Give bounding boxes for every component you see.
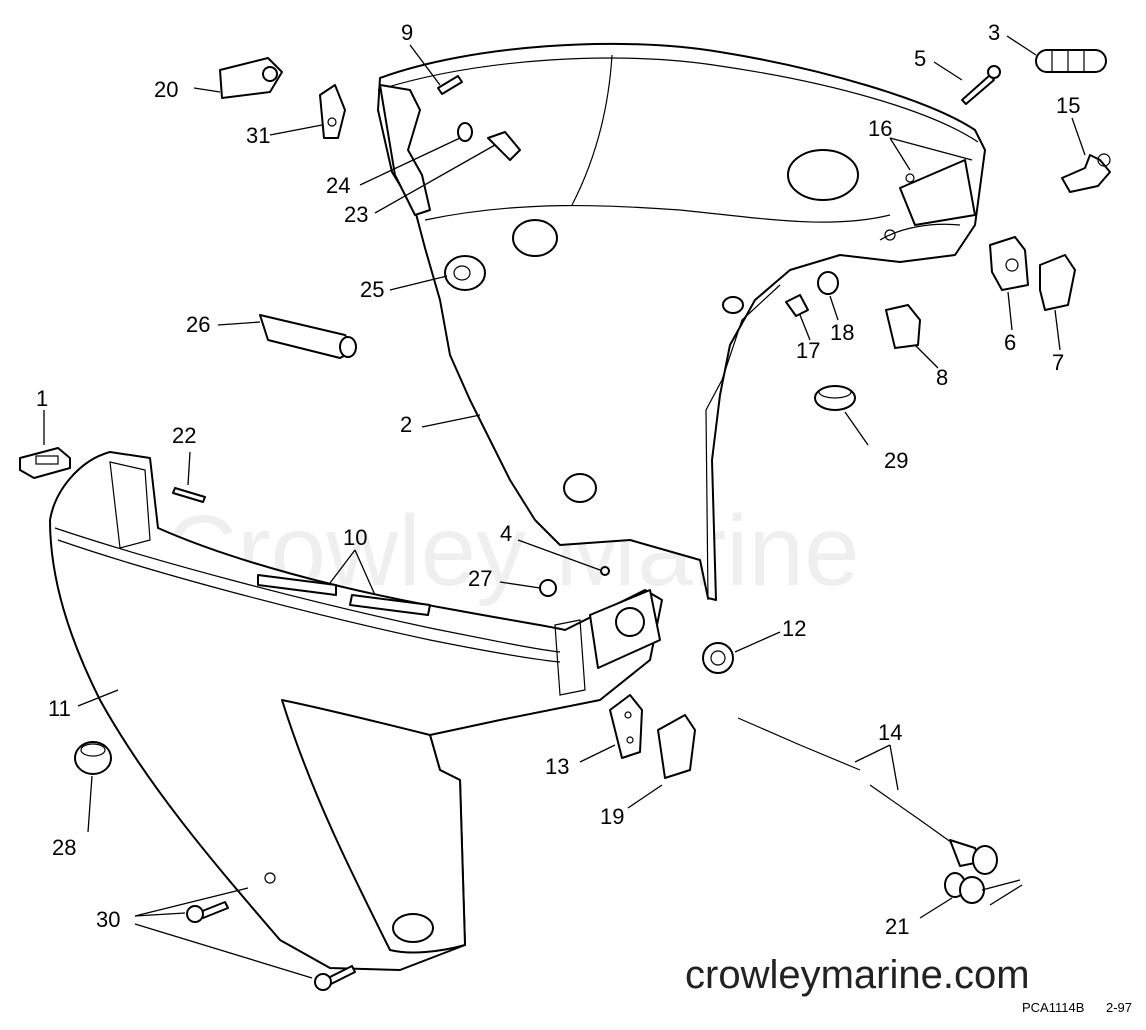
- part-10-seal-strips: [257, 574, 431, 616]
- callout-4: 4: [500, 521, 512, 546]
- callout-15: 15: [1056, 93, 1080, 118]
- part-26-hose: [259, 314, 357, 359]
- part-27-nut: [539, 579, 557, 597]
- site-label: crowleymarine.com: [685, 953, 1030, 997]
- callout-16: 16: [868, 116, 892, 141]
- part-28-grommet: [74, 741, 112, 775]
- part-16-fastener: [905, 173, 915, 183]
- part-4-nut: [600, 566, 610, 576]
- part-9-screw: [437, 75, 463, 95]
- part-2-upper-cowl: [377, 42, 986, 601]
- part-30-screws: [186, 901, 356, 991]
- part-31-clip: [319, 84, 346, 139]
- callout-23: 23: [344, 202, 368, 227]
- callout-5: 5: [914, 46, 926, 71]
- callout-2: 2: [400, 412, 412, 437]
- callout-14: 14: [878, 720, 902, 745]
- part-8-pad: [885, 304, 921, 349]
- callout-18: 18: [830, 320, 854, 345]
- part-22-screw: [172, 487, 206, 503]
- part-25-grommet: [444, 255, 486, 291]
- drawing-date: 2-97: [1106, 1000, 1132, 1015]
- drawing-code: PCA1114B: [1022, 1000, 1084, 1015]
- callout-labels: 1 2 3 4 5 6 7 8 9 10 11 12 13 14 15 16 1…: [36, 20, 1080, 939]
- callout-20: 20: [154, 77, 178, 102]
- part-19-cover: [657, 714, 696, 779]
- callout-27: 27: [468, 566, 492, 591]
- callout-13: 13: [545, 754, 569, 779]
- callout-22: 22: [172, 423, 196, 448]
- callout-30: 30: [96, 907, 120, 932]
- part-29-grommet: [814, 385, 856, 411]
- part-24-washer: [457, 122, 473, 142]
- part-14-cable: [737, 717, 998, 875]
- part-23-bolt: [487, 131, 521, 161]
- part-13-bracket: [609, 694, 643, 759]
- part-5-screw: [961, 65, 1001, 105]
- callout-26: 26: [186, 312, 210, 337]
- part-17-bolt: [785, 294, 809, 317]
- callout-25: 25: [360, 277, 384, 302]
- part-1-latch-block: [19, 447, 71, 479]
- callout-31: 31: [246, 123, 270, 148]
- callout-11: 11: [48, 696, 71, 721]
- part-11-lower-cowl: [49, 451, 663, 971]
- part-6-latch-clip: [989, 236, 1029, 291]
- callout-8: 8: [936, 365, 948, 390]
- callout-9: 9: [401, 20, 413, 45]
- callout-28: 28: [52, 835, 76, 860]
- callout-17: 17: [796, 338, 820, 363]
- part-18-washer: [817, 271, 839, 295]
- part-20-latch-lever: [219, 57, 283, 99]
- callout-29: 29: [884, 448, 908, 473]
- part-15-bracket: [1061, 153, 1111, 193]
- callout-24: 24: [326, 173, 350, 198]
- callout-10: 10: [343, 525, 367, 550]
- part-12-plug: [702, 642, 734, 674]
- callout-21: 21: [885, 914, 909, 939]
- part-21-plug: [944, 872, 985, 904]
- callout-3: 3: [988, 20, 1000, 45]
- callout-12: 12: [782, 616, 806, 641]
- part-7-latch-cover: [1039, 254, 1076, 311]
- part-3-spring: [1035, 49, 1107, 73]
- callout-7: 7: [1052, 350, 1064, 375]
- callout-6: 6: [1004, 330, 1016, 355]
- callout-1: 1: [36, 386, 48, 411]
- leader-lines: [43, 35, 1086, 979]
- callout-19: 19: [600, 804, 624, 829]
